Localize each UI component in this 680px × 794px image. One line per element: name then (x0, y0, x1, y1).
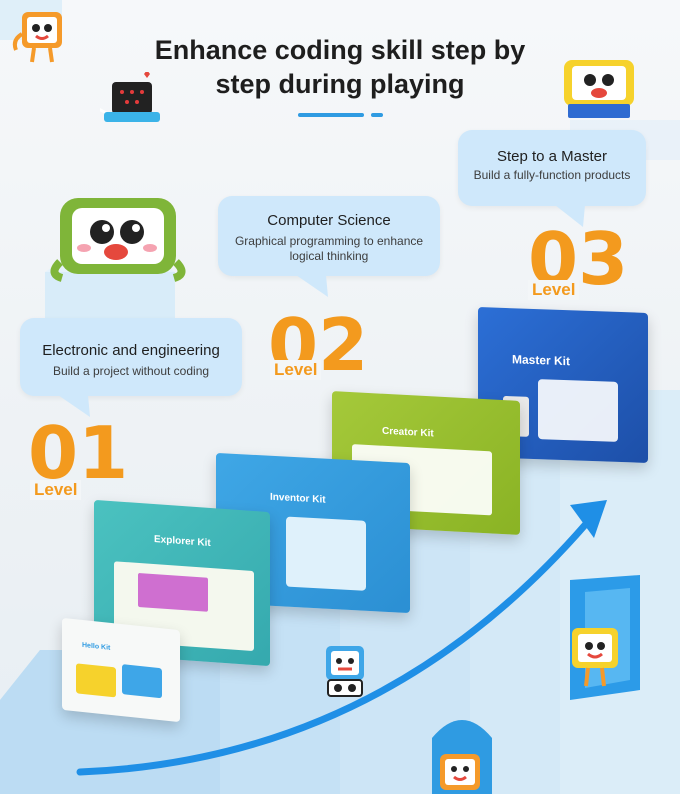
level-1-bubble-tail (58, 395, 90, 417)
level-3-word: Level (528, 280, 580, 300)
microbit-board-icon (100, 72, 160, 122)
level-2-bubble: Computer Science Graphical programming t… (218, 196, 440, 276)
level-3-bubble: Step to a Master Build a fully-function … (458, 130, 646, 206)
title-underline-dot (371, 113, 383, 117)
level-2-word: Level (270, 360, 322, 380)
hello-kit-box: Hello Kit (62, 617, 180, 723)
orange-robot-mascot-icon (12, 12, 62, 63)
orange-robot-wall-icon (572, 628, 618, 687)
blue-robot-mascot-icon (326, 646, 364, 697)
explorer-kit-label: Explorer Kit (154, 534, 211, 550)
level-2-bubble-title: Computer Science (267, 212, 391, 229)
level-2-bubble-subtitle-1: Graphical programming to enhance (234, 234, 424, 248)
creator-kit-label: Creator Kit (382, 425, 434, 440)
peeking-robot-icon (432, 720, 492, 794)
inventor-kit-label: Inventor Kit (270, 491, 326, 506)
page-title-line-1: Enhance coding skill step by (154, 35, 526, 65)
level-3-bubble-tail (555, 205, 585, 227)
green-robot-mascot-icon (50, 198, 186, 282)
page-title-line-2: step during playing (215, 69, 465, 99)
level-2-bubble-tail (296, 275, 328, 297)
yellow-robot-reading-icon (564, 60, 634, 118)
master-kit-label: Master Kit (512, 352, 571, 369)
level-1-bubble: Electronic and engineering Build a proje… (20, 318, 242, 396)
hello-kit-label: Hello Kit (82, 641, 111, 652)
level-1-bubble-title: Electronic and engineering (42, 342, 220, 359)
level-2-bubble-subtitle-2: logical thinking (289, 249, 369, 263)
level-3-bubble-title: Step to a Master (496, 148, 608, 165)
level-1-word: Level (30, 480, 82, 500)
title-underline (298, 113, 364, 117)
level-3-bubble-subtitle: Build a fully-function products (473, 168, 631, 182)
level-1-bubble-subtitle: Build a project without coding (52, 364, 210, 378)
